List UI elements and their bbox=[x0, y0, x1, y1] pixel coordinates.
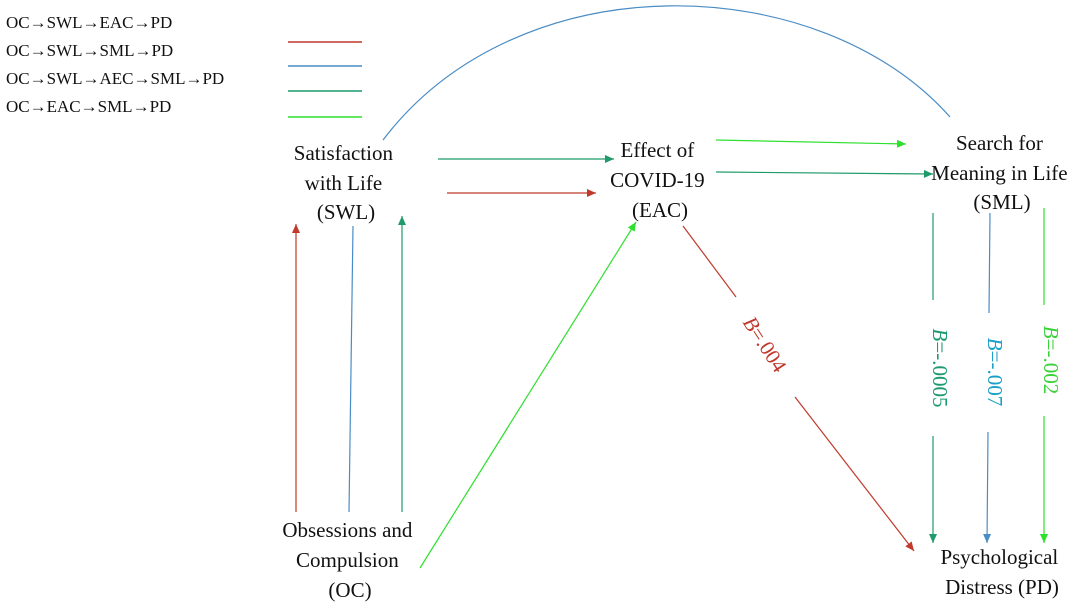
arrow-sml-to-pd-blue-lower bbox=[983, 431, 992, 544]
line-eac-to-pd-red-upper bbox=[682, 225, 737, 298]
legend: OC→SWL→EAC→PD OC→SWL→SML→PD OC→SWL→AEC→S… bbox=[6, 13, 362, 118]
arrow-eac-to-pd-red-lower bbox=[794, 396, 915, 552]
legend-label-2: OC→SWL→SML→PD bbox=[6, 41, 173, 60]
node-pd: Psychological Distress (PD) bbox=[940, 545, 1063, 599]
arc-swl-to-sml-blue bbox=[382, 5, 951, 141]
coef-eac-to-pd: B=.004 bbox=[738, 312, 792, 377]
node-eac: Effect of COVID-19 (EAC) bbox=[610, 138, 710, 222]
coef-sml-to-pd-3: B=-.002 bbox=[1039, 326, 1063, 394]
line-sml-to-pd-blue-upper bbox=[988, 212, 991, 314]
coef-sml-to-pd-2: B=-.007 bbox=[983, 338, 1007, 406]
arrow-eac-to-sml-green bbox=[715, 139, 907, 148]
node-swl: Satisfaction with Life (SWL) bbox=[294, 141, 398, 224]
legend-label-3: OC→SWL→AEC→SML→PD bbox=[6, 69, 224, 88]
legend-label-4: OC→EAC→SML→PD bbox=[6, 97, 171, 116]
coef-sml-to-pd-1: B=-.0005 bbox=[928, 329, 952, 408]
line-oc-to-swl-blue bbox=[348, 225, 354, 513]
legend-label-1: OC→SWL→EAC→PD bbox=[6, 13, 172, 32]
node-oc: Obsessions and Compulsion (OC) bbox=[282, 518, 417, 602]
node-sml: Search for Meaning in Life (SML) bbox=[931, 131, 1073, 214]
arrow-eac-to-sml-teal bbox=[715, 169, 934, 178]
arrow-oc-to-eac-green bbox=[419, 221, 637, 569]
